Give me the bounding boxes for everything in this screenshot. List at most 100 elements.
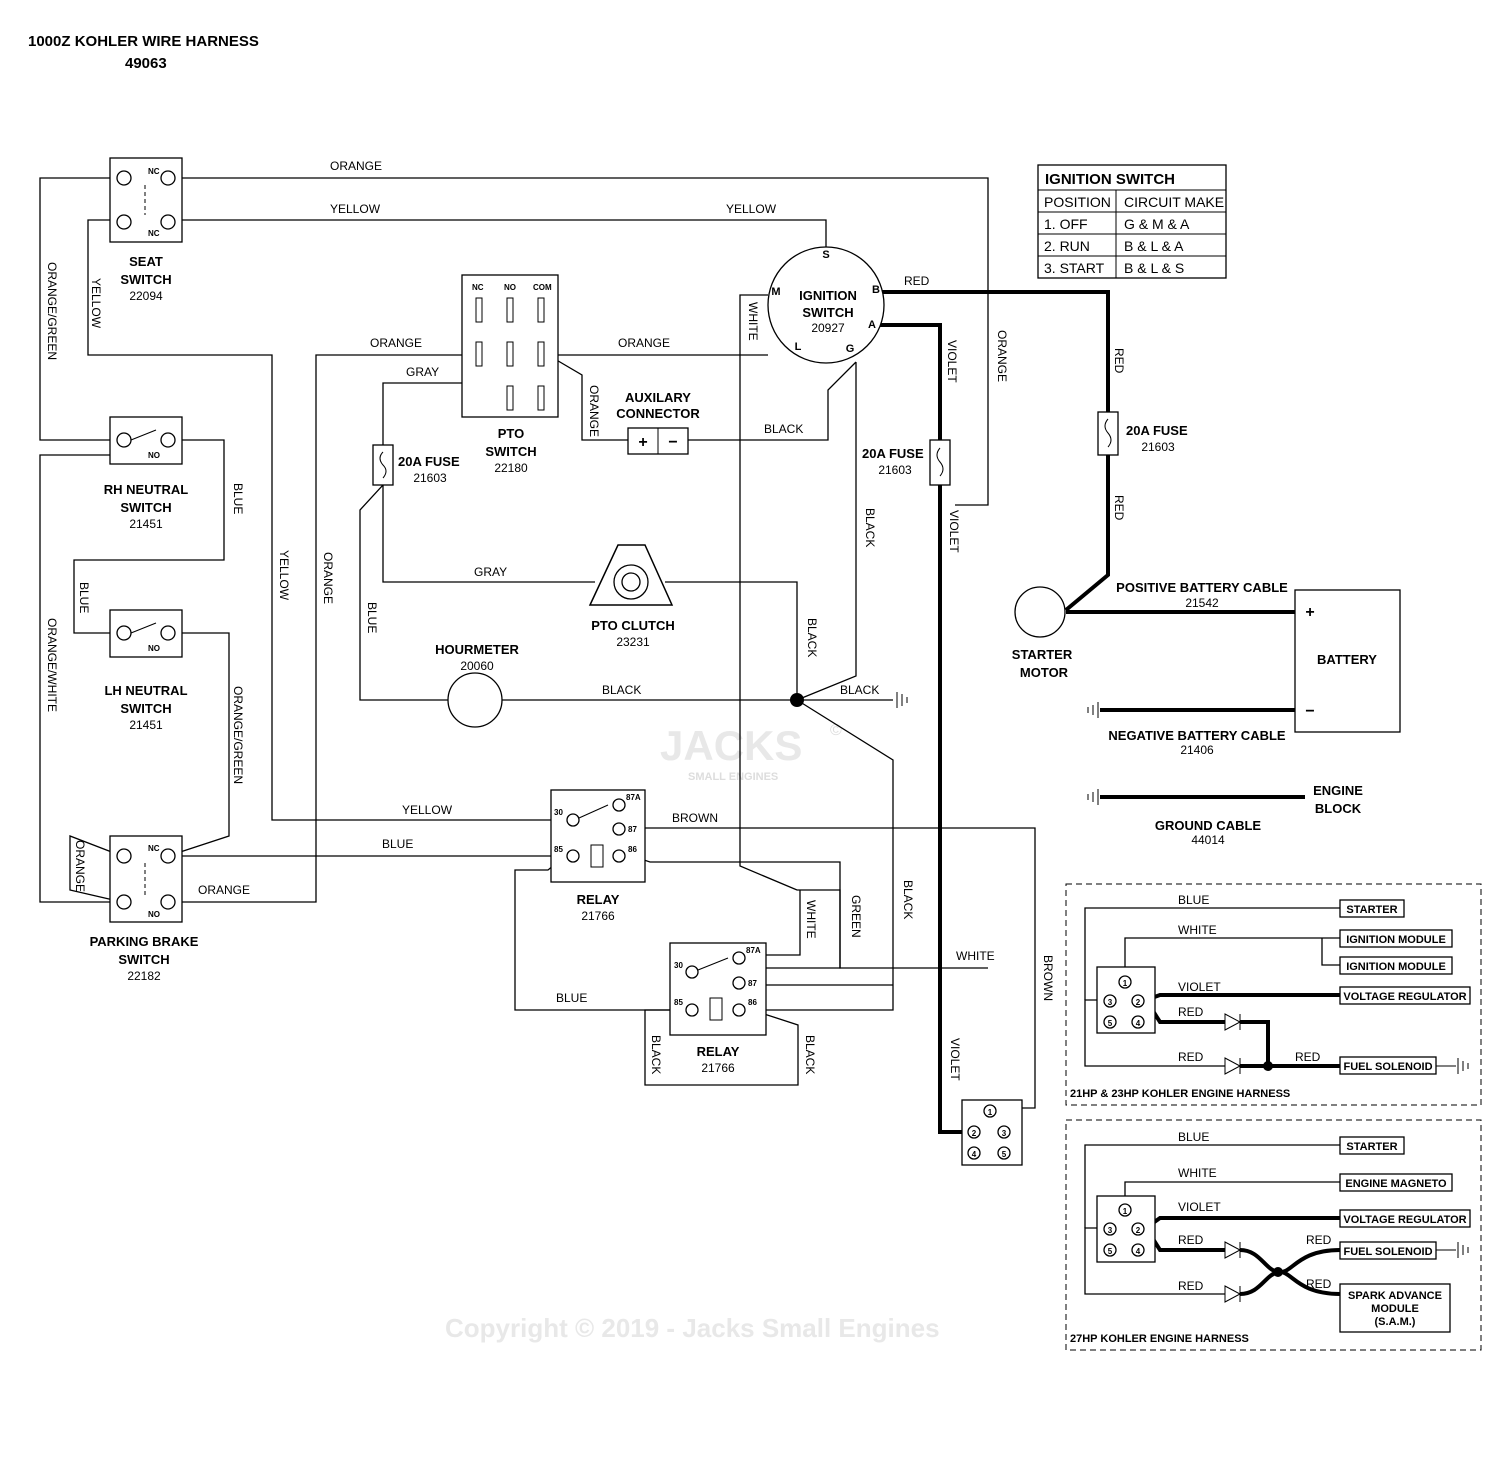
svg-text:1: 1 (1123, 1207, 1128, 1216)
svg-text:2. RUN: 2. RUN (1044, 238, 1090, 254)
svg-text:85: 85 (554, 845, 563, 854)
svg-text:YELLOW: YELLOW (277, 550, 291, 601)
svg-text:MODULE: MODULE (1371, 1303, 1419, 1315)
ground-cable-label: GROUND CABLE (1155, 818, 1261, 833)
svg-text:SWITCH: SWITCH (802, 305, 853, 320)
svg-text:87: 87 (748, 979, 757, 988)
harness-21-23hp: 1 3 2 5 4 BLUE WHITE VIOLET RED RED RED … (1065, 883, 1482, 1106)
svg-text:NC: NC (148, 167, 160, 176)
svg-text:WHITE: WHITE (1178, 923, 1217, 937)
svg-text:FUEL SOLENOID: FUEL SOLENOID (1343, 1061, 1432, 1073)
svg-text:B & L & S: B & L & S (1124, 260, 1184, 276)
svg-text:2: 2 (1136, 998, 1141, 1007)
svg-text:30: 30 (674, 961, 683, 970)
svg-text:22094: 22094 (129, 289, 163, 303)
svg-text:STARTER: STARTER (1346, 1141, 1397, 1153)
svg-text:ORANGE: ORANGE (330, 159, 382, 173)
svg-text:BLACK: BLACK (803, 1035, 817, 1074)
svg-text:YELLOW: YELLOW (726, 202, 777, 216)
auxiliary-connector: AUXILARY CONNECTOR + − (616, 390, 700, 455)
svg-text:GRAY: GRAY (406, 365, 439, 379)
fuse-left: 20A FUSE 21603 (372, 444, 460, 486)
engine-connector-main: 1 2 3 4 5 (961, 1099, 1023, 1166)
svg-text:B: B (872, 284, 880, 296)
svg-text:MOTOR: MOTOR (1020, 665, 1069, 680)
svg-text:20A FUSE: 20A FUSE (1126, 423, 1188, 438)
svg-text:VIOLET: VIOLET (1178, 1200, 1221, 1214)
svg-text:20927: 20927 (811, 321, 845, 335)
svg-text:21451: 21451 (129, 718, 163, 732)
svg-text:WHITE: WHITE (956, 949, 995, 963)
svg-text:RED: RED (904, 274, 930, 288)
svg-text:+: + (638, 434, 647, 451)
relay-1: 30 87A 87 85 86 RELAY 21766 (550, 789, 646, 923)
svg-text:1: 1 (988, 1108, 993, 1117)
svg-text:21766: 21766 (581, 909, 615, 923)
pto-switch: NC NO COM PTO SWITCH 22180 (461, 274, 559, 475)
svg-text:2: 2 (1136, 1226, 1141, 1235)
svg-text:RED: RED (1306, 1233, 1332, 1247)
svg-text:RED: RED (1178, 1279, 1204, 1293)
svg-text:21603: 21603 (878, 463, 912, 477)
svg-text:NO: NO (148, 451, 160, 460)
svg-text:YELLOW: YELLOW (402, 803, 453, 817)
svg-text:PTO: PTO (498, 426, 525, 441)
svg-text:RED: RED (1178, 1050, 1204, 1064)
svg-text:VIOLET: VIOLET (947, 510, 961, 553)
svg-text:86: 86 (748, 998, 757, 1007)
svg-text:BLUE: BLUE (365, 602, 379, 633)
svg-text:NC: NC (472, 283, 484, 292)
svg-text:BLUE: BLUE (231, 483, 245, 514)
svg-text:RED: RED (1112, 495, 1126, 521)
svg-text:3: 3 (1002, 1129, 1007, 1138)
svg-text:SWITCH: SWITCH (485, 444, 536, 459)
svg-text:WHITE: WHITE (1178, 1166, 1217, 1180)
svg-text:23231: 23231 (616, 635, 650, 649)
ignition-switch-table: IGNITION SWITCH POSITION CIRCUIT MAKE 1.… (1037, 164, 1227, 279)
svg-text:BLUE: BLUE (77, 582, 91, 613)
pos-cable-num: 21542 (1185, 596, 1219, 610)
parking-brake-switch: NC NO PARKING BRAKE SWITCH 22182 (90, 835, 199, 983)
svg-text:4: 4 (1136, 1019, 1141, 1028)
engine-block-label: ENGINE (1313, 783, 1363, 798)
svg-text:BLUE: BLUE (1178, 893, 1209, 907)
svg-text:VIOLET: VIOLET (945, 340, 959, 383)
svg-text:RH NEUTRAL: RH NEUTRAL (104, 482, 189, 497)
svg-text:LH NEUTRAL: LH NEUTRAL (104, 683, 187, 698)
svg-text:WHITE: WHITE (746, 302, 760, 341)
svg-text:PTO CLUTCH: PTO CLUTCH (591, 618, 675, 633)
rh-neutral-switch: NO RH NEUTRAL SWITCH 21451 (104, 416, 189, 531)
svg-text:5: 5 (1108, 1247, 1113, 1256)
svg-text:STARTER: STARTER (1012, 647, 1073, 662)
svg-text:ORANGE: ORANGE (370, 336, 422, 350)
svg-text:BROWN: BROWN (1041, 955, 1055, 1001)
svg-text:−: − (668, 434, 677, 451)
svg-text:B & L & A: B & L & A (1124, 238, 1184, 254)
svg-text:30: 30 (554, 808, 563, 817)
svg-text:ORANGE: ORANGE (321, 552, 335, 604)
svg-text:VIOLET: VIOLET (948, 1038, 962, 1081)
svg-text:IGNITION SWITCH: IGNITION SWITCH (1045, 171, 1175, 188)
svg-text:2: 2 (972, 1129, 977, 1138)
harness-27hp: 1 3 2 5 4 BLUE WHITE VIOLET RED RED RED … (1065, 1119, 1482, 1351)
svg-text:ORANGE: ORANGE (587, 385, 601, 437)
svg-text:BLACK: BLACK (602, 683, 641, 697)
svg-text:1. OFF: 1. OFF (1044, 216, 1088, 232)
svg-text:IGNITION: IGNITION (799, 288, 857, 303)
svg-text:SEAT: SEAT (129, 254, 163, 269)
neg-cable-num: 21406 (1180, 743, 1214, 757)
battery: + − BATTERY (1294, 589, 1401, 733)
svg-text:BLACK: BLACK (863, 508, 877, 547)
svg-text:4: 4 (972, 1150, 977, 1159)
engine-block-label-2: BLOCK (1315, 801, 1362, 816)
ground-symbol-neg (1087, 702, 1099, 718)
svg-text:SPARK ADVANCE: SPARK ADVANCE (1348, 1290, 1442, 1302)
svg-text:SWITCH: SWITCH (120, 500, 171, 515)
svg-text:WHITE: WHITE (804, 900, 818, 939)
ignition-switch: S B A M L G IGNITION SWITCH 20927 (767, 246, 885, 364)
svg-text:L: L (795, 341, 802, 353)
svg-text:YELLOW: YELLOW (330, 202, 381, 216)
svg-text:BLACK: BLACK (840, 683, 879, 697)
svg-text:SWITCH: SWITCH (120, 272, 171, 287)
